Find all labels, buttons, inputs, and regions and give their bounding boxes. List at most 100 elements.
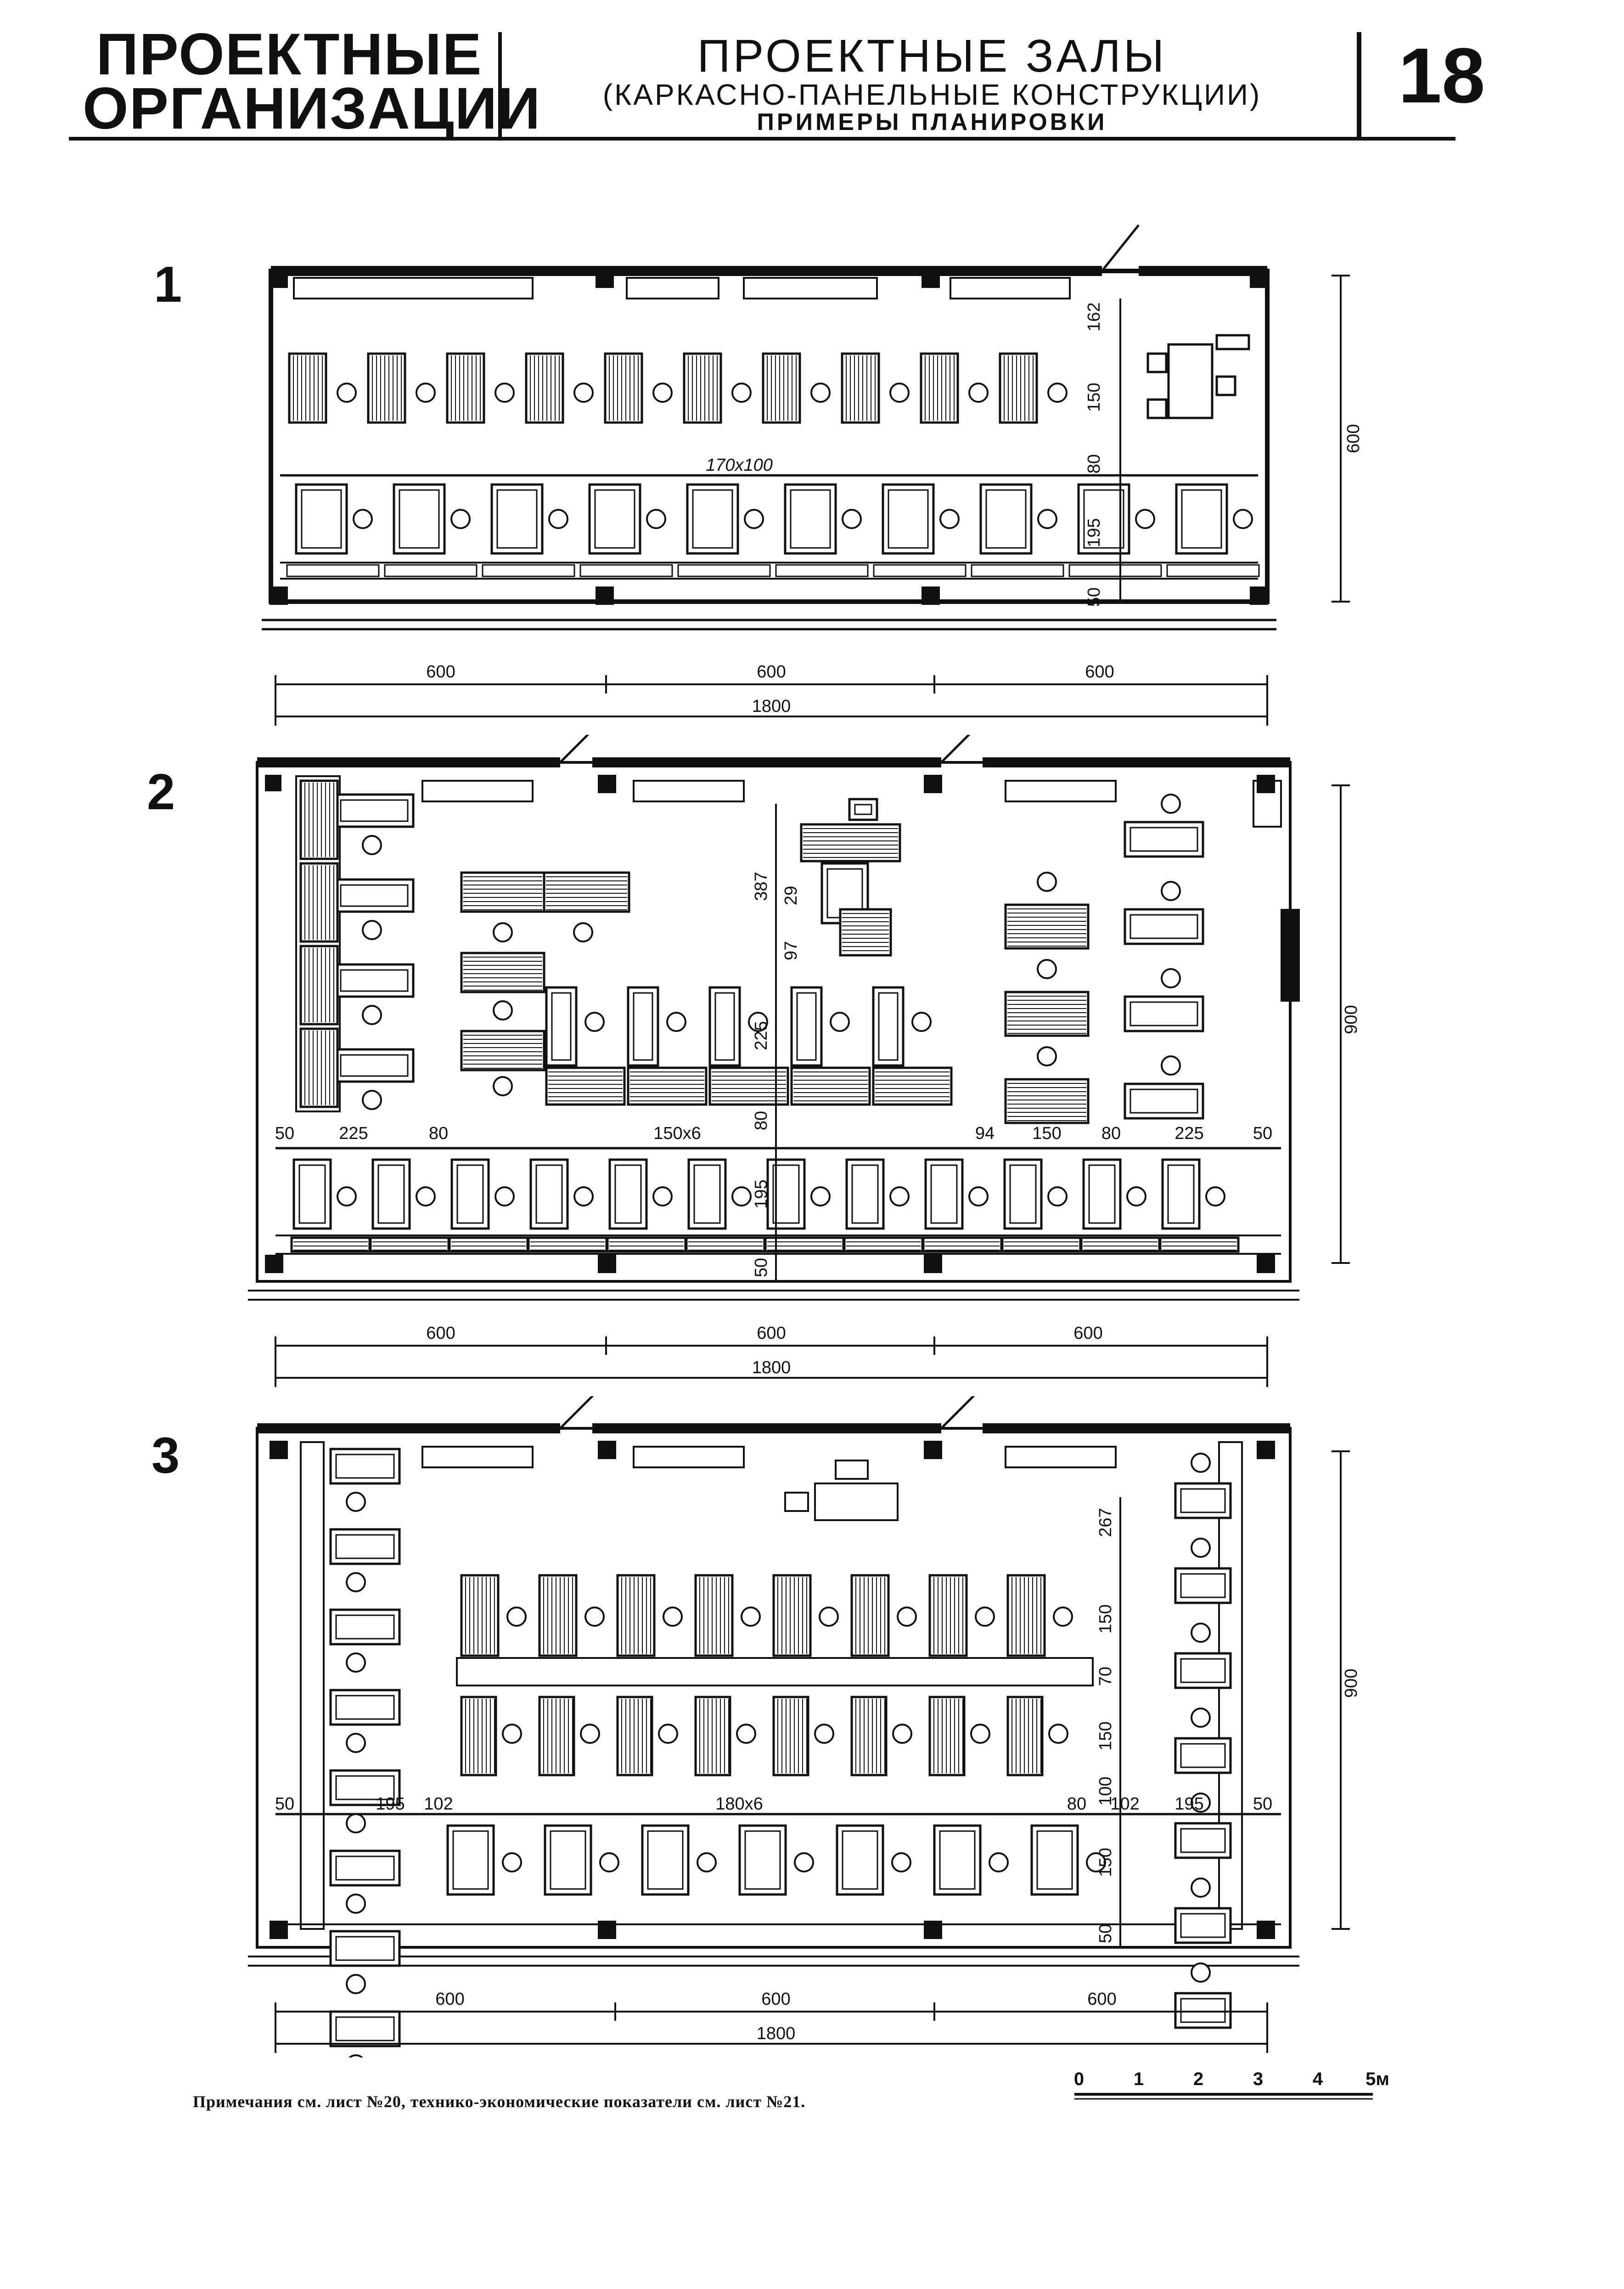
drawing-board-inner	[1129, 827, 1198, 852]
plan-1-office-corner	[1146, 334, 1250, 419]
desk-outline	[299, 945, 339, 1026]
drawing-board-inner	[1088, 1164, 1116, 1224]
desk-outline	[448, 1236, 529, 1253]
desk	[999, 352, 1038, 424]
storage-unit	[299, 945, 339, 1026]
drawing-board-inner	[1129, 1001, 1198, 1026]
plan-2-row-dim-7: 80	[1101, 1124, 1121, 1143]
plan-1-inner-dim-4: 195	[1085, 518, 1104, 547]
chair	[911, 1012, 932, 1032]
desk	[920, 352, 959, 424]
drawing-board	[627, 986, 659, 1067]
desk-outline	[460, 871, 545, 913]
drawing-board-inner	[340, 884, 409, 907]
drawing-board-inner	[1129, 914, 1198, 939]
desk	[1006, 1574, 1046, 1657]
chair	[968, 1186, 989, 1207]
chair	[362, 920, 382, 940]
chair	[731, 1186, 752, 1207]
header-divider-2	[1357, 32, 1361, 138]
plan-3-inner-dim-4: 150	[1096, 1721, 1115, 1750]
drawing-board-inner	[335, 1695, 395, 1720]
drawing-board	[933, 1824, 982, 1896]
chair	[346, 1572, 366, 1592]
drawing-board-inner	[340, 1054, 409, 1077]
plan-3-bottom-dim-1: 600	[435, 1990, 464, 2009]
shelf	[922, 1236, 1003, 1253]
drawing-board	[588, 483, 641, 555]
drawing-board-inner	[1180, 1573, 1226, 1598]
chair	[506, 1607, 527, 1627]
desk-outline	[708, 1066, 789, 1106]
plan-2-row-dim-4: 150x6	[653, 1124, 701, 1143]
header-bottom-rule	[69, 137, 1455, 141]
chair	[584, 1607, 605, 1627]
plan-1-bottom-dim-3: 600	[1085, 662, 1114, 682]
shelf	[775, 564, 869, 577]
chair	[1191, 1962, 1211, 1983]
chair	[1037, 509, 1057, 529]
plan-3-inner-dim-1: 267	[1096, 1508, 1115, 1537]
desk-outline	[367, 352, 406, 424]
chair	[1191, 1538, 1211, 1558]
plan-3-bottom-dim-3: 600	[1087, 1990, 1116, 2009]
chair	[1135, 509, 1155, 529]
shelf	[843, 1236, 924, 1253]
drawing-board	[393, 483, 446, 555]
chair	[450, 509, 471, 529]
drawing-board-inner	[854, 804, 872, 815]
desk-outline	[538, 1574, 578, 1657]
chair	[646, 509, 666, 529]
drawing-board-inner	[1180, 1743, 1226, 1768]
chair	[495, 383, 515, 403]
chair	[1037, 959, 1057, 979]
plan-2-row-dim-9: 50	[1253, 1124, 1272, 1143]
shelf	[1068, 564, 1162, 577]
desk-outline	[369, 1236, 450, 1253]
desk-outline	[525, 352, 564, 424]
desk	[538, 1574, 578, 1657]
plan-1-desk-row-bottom	[286, 483, 1260, 577]
drawing-board-inner	[1181, 489, 1222, 549]
desk-outline	[685, 1236, 766, 1253]
drawing-board-inner	[298, 1164, 326, 1224]
plan-1-inner-label: 170x100	[706, 456, 773, 475]
drawing-board	[544, 1824, 592, 1896]
plan-3-bottom-dim-2: 600	[761, 1990, 790, 2009]
drawing-board-inner	[692, 489, 733, 549]
desk-outline	[460, 952, 545, 993]
drawing-board-inner	[551, 992, 572, 1061]
desk	[841, 352, 880, 424]
drawing-board	[641, 1824, 690, 1896]
desk	[800, 823, 901, 863]
shelf-unit	[872, 1066, 953, 1106]
desk	[928, 1696, 966, 1776]
chair	[970, 1724, 990, 1744]
chair	[353, 509, 373, 529]
chair	[584, 1012, 605, 1032]
drawing-board-inner	[1180, 1828, 1226, 1853]
drawing-board-inner	[335, 1614, 395, 1640]
desk-outline	[527, 1236, 608, 1253]
plan-3-total-dim: 1800	[757, 2024, 796, 2043]
desk-outline	[616, 1574, 656, 1657]
plan-2-inner-dim-3: 97	[781, 941, 801, 960]
shelf-unit	[790, 1066, 871, 1106]
chair	[1037, 1046, 1057, 1066]
chair	[1191, 1793, 1211, 1813]
drawing-board-inner	[550, 1830, 586, 1890]
chair	[573, 1186, 594, 1207]
plan-2-drawing: 900 387 29 97 225 80 195 50 50 225 80 15…	[248, 735, 1361, 1387]
desk	[694, 1574, 734, 1657]
chair	[493, 1076, 513, 1096]
plan-3-row-dim-1: 50	[275, 1794, 294, 1814]
shelf	[579, 564, 673, 577]
desk-outline	[290, 1236, 371, 1253]
plan-3-inner-dim-5: 100	[1096, 1776, 1115, 1805]
plan-3-row-dim-8: 50	[1253, 1794, 1272, 1814]
shelf-unit	[627, 1066, 708, 1106]
drawing-board-inner	[335, 2016, 395, 2041]
plan-2-inner-dim-2: 29	[781, 886, 801, 905]
scale-label: 3	[1253, 2069, 1263, 2089]
drawing-board-inner	[1083, 489, 1124, 549]
